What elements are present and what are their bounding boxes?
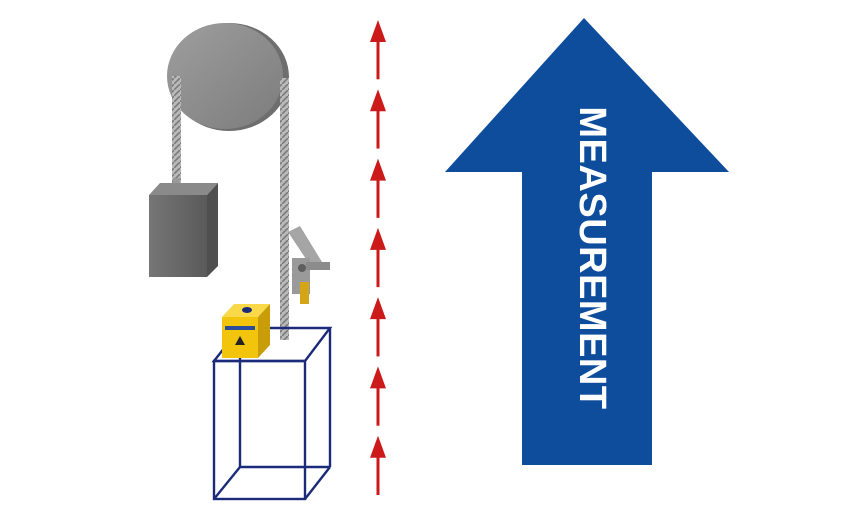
measurement-arrow-shape: [445, 18, 729, 465]
safety-gear: [288, 226, 330, 304]
measurement-arrow-label: MEASUREMENT: [571, 106, 613, 409]
device-label-strip: [225, 326, 255, 330]
sheave-face: [167, 23, 283, 129]
direction-arrow-up-icon: [370, 158, 386, 218]
safety-gear-arm: [288, 226, 322, 268]
direction-arrow-up-icon: [370, 227, 386, 288]
direction-arrow-up-icon: [370, 435, 386, 495]
sheave: [167, 23, 289, 131]
safety-gear-clamp: [306, 262, 330, 270]
direction-arrow-up-icon: [370, 20, 386, 80]
safety-gear-bolt: [298, 264, 306, 272]
measurement-arrow: MEASUREMENT: [445, 18, 729, 465]
direction-arrow-up-icon: [370, 297, 386, 357]
safety-gear-tag: [300, 282, 309, 304]
direction-arrows: [370, 20, 386, 495]
device-side: [258, 304, 270, 358]
direction-arrow-up-icon: [370, 89, 386, 149]
measurement-device: [222, 304, 270, 358]
car-rope: [280, 78, 289, 340]
elevator-car-frame: [211, 326, 333, 501]
counterweight-top: [149, 183, 218, 195]
counterweight-front: [149, 195, 207, 277]
counterweight-rope: [172, 76, 181, 186]
device-warning-icon: [235, 336, 245, 345]
counterweight: [149, 178, 218, 277]
direction-arrow-up-icon: [370, 366, 386, 426]
counterweight-side: [207, 183, 218, 277]
device-button: [242, 307, 252, 313]
